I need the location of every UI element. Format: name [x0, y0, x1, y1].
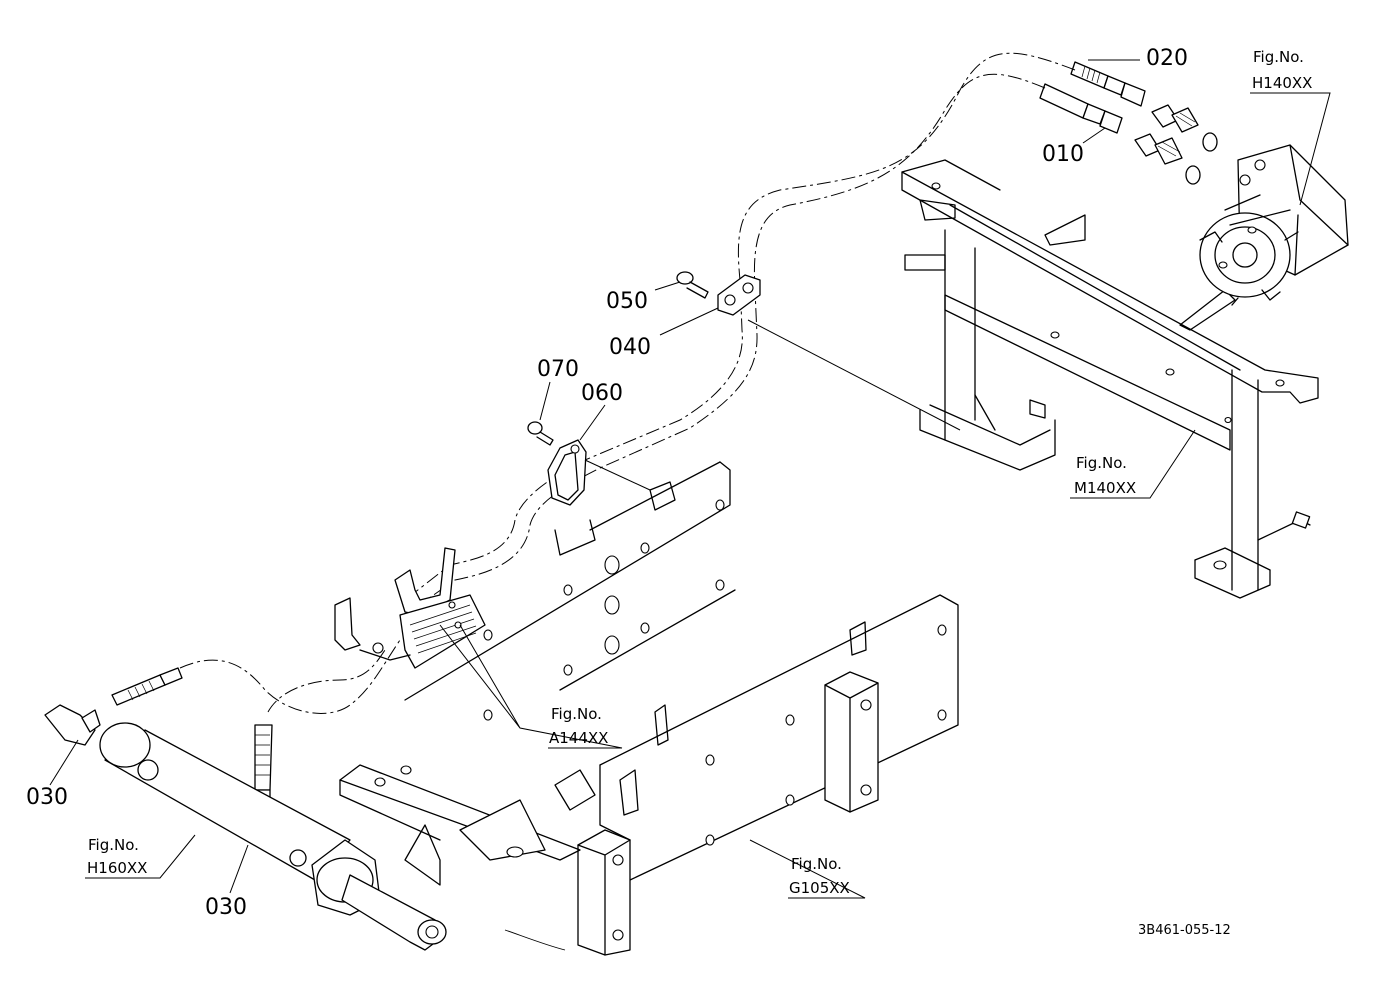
- fig-ref-g105xx: G105XX: [789, 879, 850, 897]
- fig-ref-h160xx: H160XX: [87, 859, 147, 877]
- hose-clamp-060: [547, 439, 587, 506]
- bolt-070: [527, 421, 554, 446]
- hose-clamp-040: [717, 274, 761, 316]
- hydraulic-cylinder: [99, 722, 447, 951]
- hydraulic-motor: [1199, 144, 1349, 306]
- part-label-040: 040: [609, 335, 651, 360]
- elbow-fitting-030-upper: [44, 704, 101, 746]
- figure-reference-m140: Fig.No. M140XX: [1074, 454, 1136, 497]
- fig-ref-a144xx: A144XX: [549, 729, 608, 747]
- fig-no-label: Fig.No.: [1076, 454, 1127, 472]
- motor-fittings: [1134, 104, 1218, 185]
- bolt-050: [676, 271, 709, 299]
- leader-lines: [49, 59, 1331, 899]
- fig-no-label: Fig.No.: [88, 836, 139, 854]
- lower-frame-assembly: [339, 594, 959, 956]
- hose-020: [404, 52, 1146, 601]
- drawing-id: 3B461-055-12: [1138, 923, 1231, 938]
- part-label-070: 070: [537, 357, 579, 382]
- part-label-060: 060: [581, 381, 623, 406]
- figure-reference-g105: Fig.No. G105XX: [789, 855, 850, 897]
- part-number-labels: 020 010 050 040 070 060 030 030: [26, 46, 1188, 920]
- part-label-020: 020: [1146, 46, 1188, 71]
- part-label-050: 050: [606, 289, 648, 314]
- part-label-010: 010: [1042, 142, 1084, 167]
- fig-no-label: Fig.No.: [791, 855, 842, 873]
- figure-reference-a144: Fig.No. A144XX: [549, 705, 608, 747]
- fig-no-label: Fig.No.: [551, 705, 602, 723]
- fig-ref-h140xx: H140XX: [1252, 74, 1312, 92]
- fig-ref-m140xx: M140XX: [1074, 479, 1136, 497]
- right-frame-assembly: [901, 159, 1319, 599]
- part-label-030-lower: 030: [205, 895, 247, 920]
- center-frame-rail: [404, 461, 736, 721]
- figure-reference-h140: Fig.No. H140XX: [1252, 48, 1312, 92]
- figure-reference-h160: Fig.No. H160XX: [87, 836, 147, 877]
- part-label-030-upper: 030: [26, 785, 68, 810]
- valve-bracket-assembly: [334, 547, 486, 669]
- fig-no-label: Fig.No.: [1253, 48, 1304, 66]
